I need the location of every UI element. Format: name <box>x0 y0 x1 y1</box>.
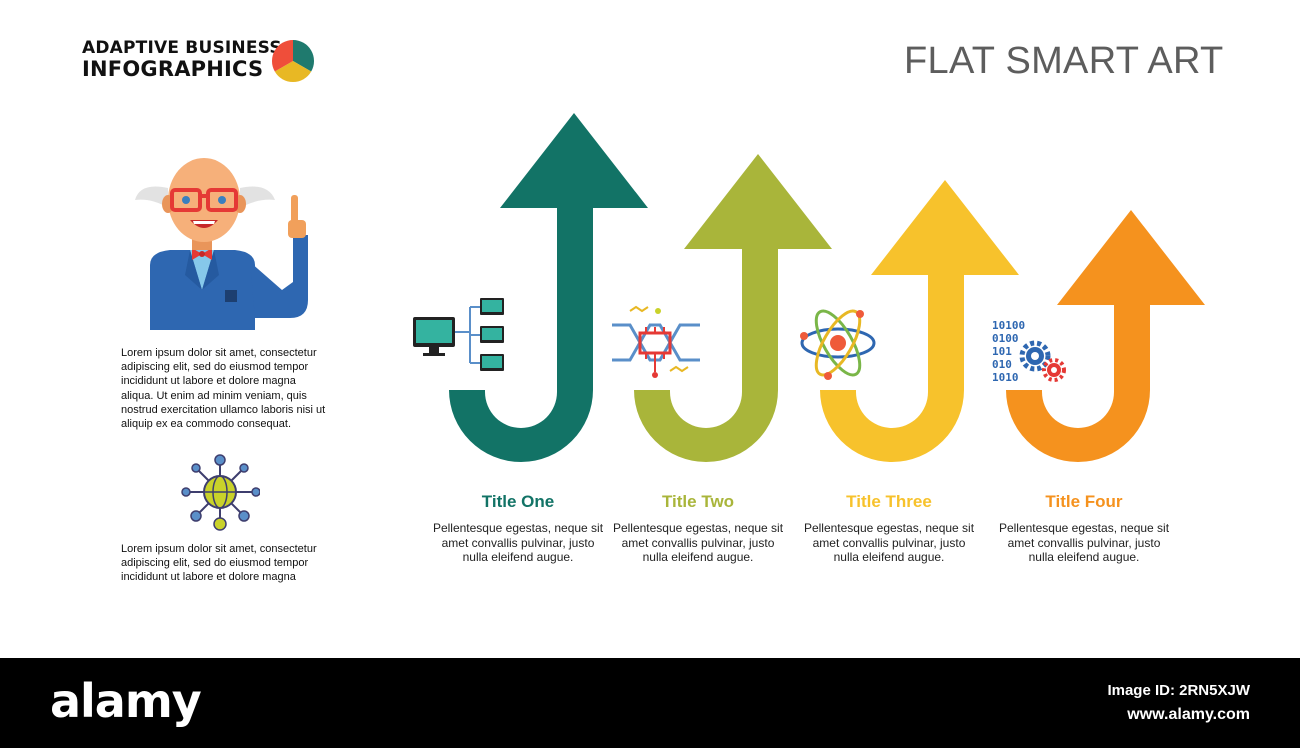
step-desc-two: Pellentesque egestas, neque sit amet con… <box>608 521 788 565</box>
circuit-chip-icon <box>610 305 702 380</box>
binary-line-4: 010 <box>992 358 1012 371</box>
small-gear-icon <box>1044 360 1064 380</box>
binary-line-1: 10100 <box>992 319 1025 332</box>
step-title-one: Title One <box>428 492 608 512</box>
step-desc-three: Pellentesque egestas, neque sit amet con… <box>799 521 979 565</box>
brand-block: ADAPTIVE BUSINESS INFOGRAPHICS <box>82 40 282 80</box>
step-desc-four: Pellentesque egestas, neque sit amet con… <box>994 521 1174 565</box>
footer-image-id: Image ID: 2RN5XJW <box>1107 682 1250 699</box>
page-title: FLAT SMART ART <box>904 40 1224 83</box>
sidebar-text-2: Lorem ipsum dolor sit amet, consectetur … <box>121 542 331 585</box>
professor-illustration-icon <box>130 140 315 335</box>
footer-bar: alamy Image ID: 2RN5XJW www.alamy.com <box>0 658 1300 748</box>
binary-line-3: 101 <box>992 345 1012 358</box>
brand-line-2: INFOGRAPHICS <box>82 58 282 80</box>
arrow-shape-one <box>449 113 648 462</box>
binary-text-block: 10100 0100 101 010 1010 <box>992 318 1072 388</box>
step-title-three: Title Three <box>799 492 979 512</box>
gear-icon <box>1022 343 1048 369</box>
binary-gears-icon: 10100 0100 101 010 1010 <box>992 318 1072 388</box>
step-title-four: Title Four <box>994 492 1174 512</box>
step-title-two: Title Two <box>608 492 788 512</box>
step-desc-one: Pellentesque egestas, neque sit amet con… <box>428 521 608 565</box>
brand-line-1: ADAPTIVE BUSINESS <box>82 40 282 58</box>
footer-logo: alamy <box>50 674 201 728</box>
globe-network-icon <box>180 452 260 532</box>
binary-line-2: 0100 <box>992 332 1019 345</box>
footer-url: www.alamy.com <box>1127 706 1250 724</box>
sidebar-text-1: Lorem ipsum dolor sit amet, consectetur … <box>121 346 331 431</box>
atom-icon <box>798 306 878 381</box>
pie-logo-icon <box>270 38 316 84</box>
computer-network-icon <box>410 295 510 380</box>
binary-line-5: 1010 <box>992 371 1019 384</box>
